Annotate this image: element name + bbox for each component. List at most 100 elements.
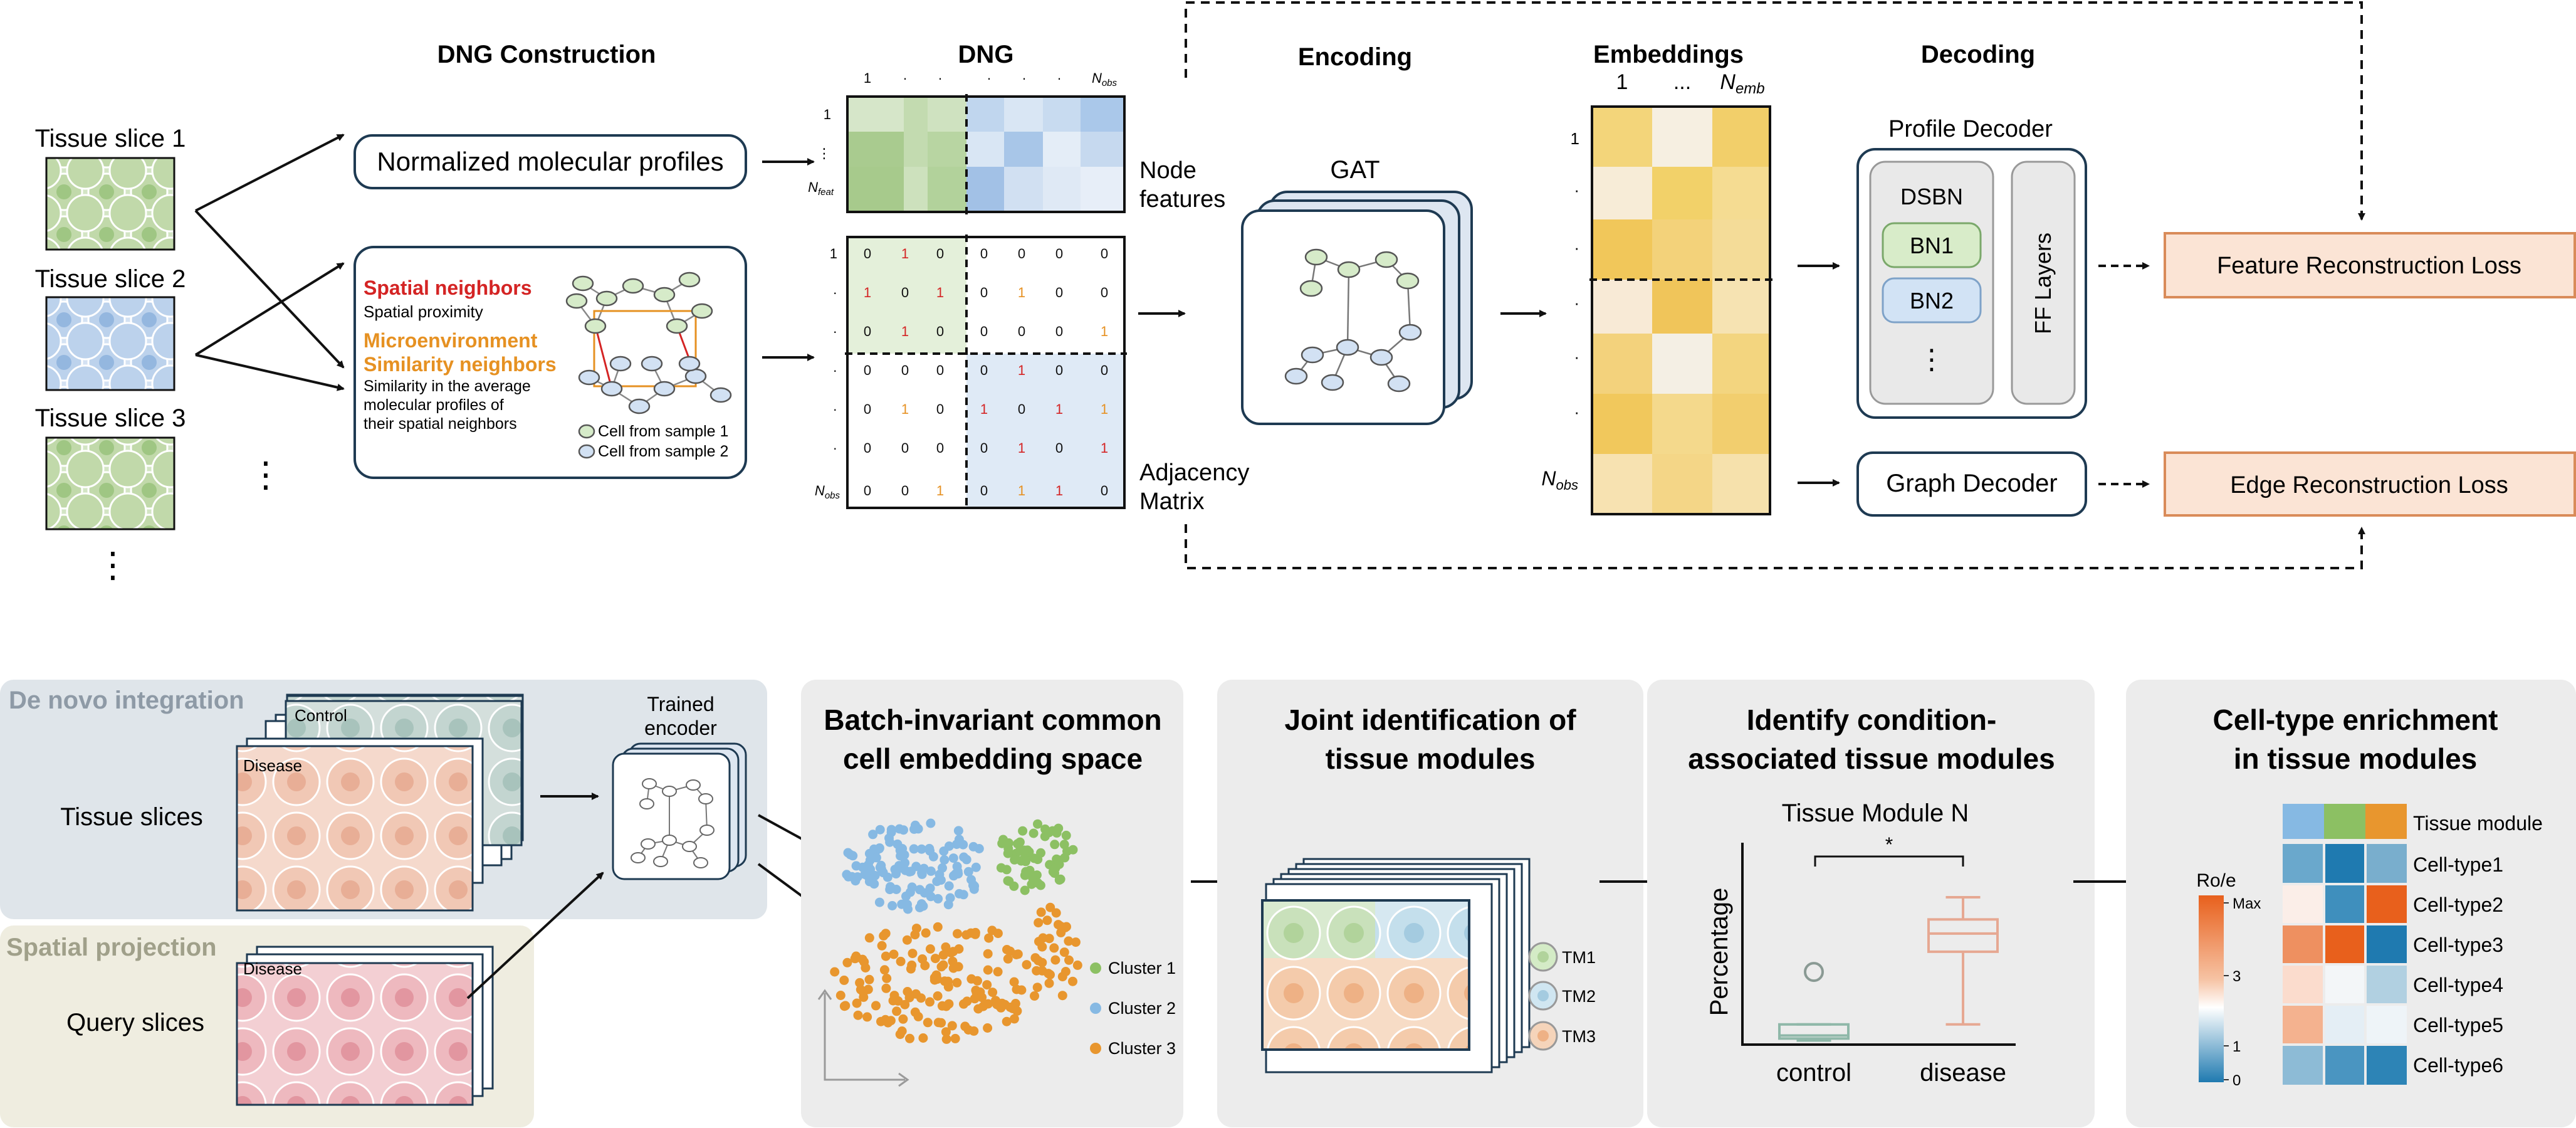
svg-text:1: 1 xyxy=(830,246,837,261)
box-chart-axes xyxy=(1741,843,2016,1046)
adjacency-cell: 0 xyxy=(1018,324,1025,339)
feature-loss-label: Feature Reconstruction Loss xyxy=(2217,253,2521,279)
cluster1-point xyxy=(1032,870,1042,880)
adjacency-cell: 0 xyxy=(864,362,871,378)
cluster2-point xyxy=(874,844,884,854)
feature-target-dashed-line xyxy=(1185,1,2365,221)
cluster2-point xyxy=(966,875,976,885)
query-slice-stack xyxy=(236,946,494,1106)
denovo-slice-stack xyxy=(236,693,524,912)
cluster3-point xyxy=(918,1033,928,1043)
adjacency-row-labels: 1 · · · · · Nobs xyxy=(815,246,840,501)
cluster3-point xyxy=(929,975,940,985)
enrichment-heatmap xyxy=(2283,844,2407,1085)
microenv-title-1: Microenvironment xyxy=(364,329,538,352)
adjacency-cell: 1 xyxy=(901,246,909,261)
cluster2-point xyxy=(910,820,920,830)
adjacency-cell: 0 xyxy=(1101,362,1108,378)
cluster3-legend-dot xyxy=(1090,1043,1101,1054)
dsbn-ellipsis: ⋮ xyxy=(1918,344,1945,375)
cluster2-point xyxy=(905,887,915,897)
svg-text:1: 1 xyxy=(824,107,831,122)
significance-bracket xyxy=(1814,855,1964,867)
adjacency-cell: 1 xyxy=(1101,440,1108,456)
trained-encoder-stack xyxy=(612,742,747,880)
tissue-modules-title-2: tissue modules xyxy=(1326,742,1536,775)
tm1-legend-label: TM1 xyxy=(1562,948,1596,967)
svg-text:1: 1 xyxy=(2233,1038,2241,1055)
header-dng: DNG xyxy=(958,41,1014,68)
slice-arrows xyxy=(194,134,345,391)
node-features-label-2: features xyxy=(1139,186,1225,213)
adjacency-cell: 1 xyxy=(1018,362,1025,378)
cluster2-point xyxy=(903,904,913,914)
roe-color-scale xyxy=(2199,895,2224,1082)
condition-title-2: associated tissue modules xyxy=(1688,742,2055,775)
cluster2-point xyxy=(953,867,963,877)
adjacency-cell: 0 xyxy=(1055,324,1063,339)
adjacency-cell: 0 xyxy=(936,440,944,456)
tissue-module-label: Tissue module xyxy=(2413,812,2543,835)
node-feature-matrix xyxy=(846,94,1126,214)
gat-label: GAT xyxy=(1330,156,1380,184)
roe-scale-ticks xyxy=(2224,902,2229,1080)
embedding-matrix xyxy=(1589,105,1772,515)
cluster1-point xyxy=(1033,878,1043,888)
cluster3-point xyxy=(881,951,891,961)
svg-text:·: · xyxy=(903,70,907,86)
svg-text:Cell-type1: Cell-type1 xyxy=(2413,853,2503,876)
cluster2-point xyxy=(860,870,870,879)
svg-text:1: 1 xyxy=(1571,129,1579,148)
cluster2-legend-label: Cluster 2 xyxy=(1108,999,1176,1018)
tissue-slice-3-image xyxy=(45,436,175,530)
cluster2-point xyxy=(968,841,978,851)
cluster3-point xyxy=(948,963,958,973)
cluster2-point xyxy=(928,851,938,862)
cluster3-point xyxy=(982,980,992,990)
box-outlier xyxy=(1804,962,1824,983)
cluster3-point xyxy=(983,965,993,975)
dsbn-label: DSBN xyxy=(1900,184,1963,209)
svg-text:·: · xyxy=(1022,70,1026,86)
cluster2-point xyxy=(891,885,901,894)
cluster3-point xyxy=(988,988,998,998)
embedding-axes xyxy=(824,993,905,1081)
svg-text:Nfeat: Nfeat xyxy=(808,179,834,198)
cluster1-legend-label: Cluster 1 xyxy=(1108,959,1176,978)
bn2-block xyxy=(1882,277,1982,324)
svg-text:Cell-type3: Cell-type3 xyxy=(2413,934,2503,956)
cluster3-point xyxy=(1068,976,1077,986)
svg-text:3: 3 xyxy=(2233,968,2241,985)
cluster3-point xyxy=(936,1018,946,1028)
cluster3-point xyxy=(881,983,891,993)
adjacency-cell: 0 xyxy=(980,324,988,339)
adjacency-cell: 0 xyxy=(936,246,944,261)
cluster3-point xyxy=(993,967,1003,977)
cluster3-point xyxy=(943,976,953,986)
adjacency-cell: 1 xyxy=(1018,483,1025,498)
cluster3-point xyxy=(863,984,873,994)
cluster3-point xyxy=(864,974,874,984)
cluster2-point xyxy=(948,853,958,863)
legend-sample2-label: Cell from sample 2 xyxy=(598,443,728,460)
cluster2-point xyxy=(963,867,973,877)
cluster2-point xyxy=(886,825,896,835)
cluster3-point xyxy=(911,924,921,934)
adjacency-cell: 1 xyxy=(1018,285,1025,300)
cluster3-point xyxy=(948,947,958,957)
cluster2-point xyxy=(885,837,895,847)
adjacency-cell: 0 xyxy=(936,362,944,378)
cluster3-point xyxy=(850,954,860,964)
cluster2-point xyxy=(874,897,884,907)
cluster2-point xyxy=(926,892,936,902)
cluster3-point xyxy=(1072,960,1082,970)
microenv-desc-2: molecular profiles of xyxy=(364,396,504,414)
bn1-label: BN1 xyxy=(1910,233,1954,258)
adjacency-cell: 0 xyxy=(901,362,909,378)
cluster1-point xyxy=(1061,830,1071,840)
adjacency-cell: 0 xyxy=(1101,483,1108,498)
cluster2-point xyxy=(919,863,929,873)
cluster1-point xyxy=(1044,828,1054,838)
